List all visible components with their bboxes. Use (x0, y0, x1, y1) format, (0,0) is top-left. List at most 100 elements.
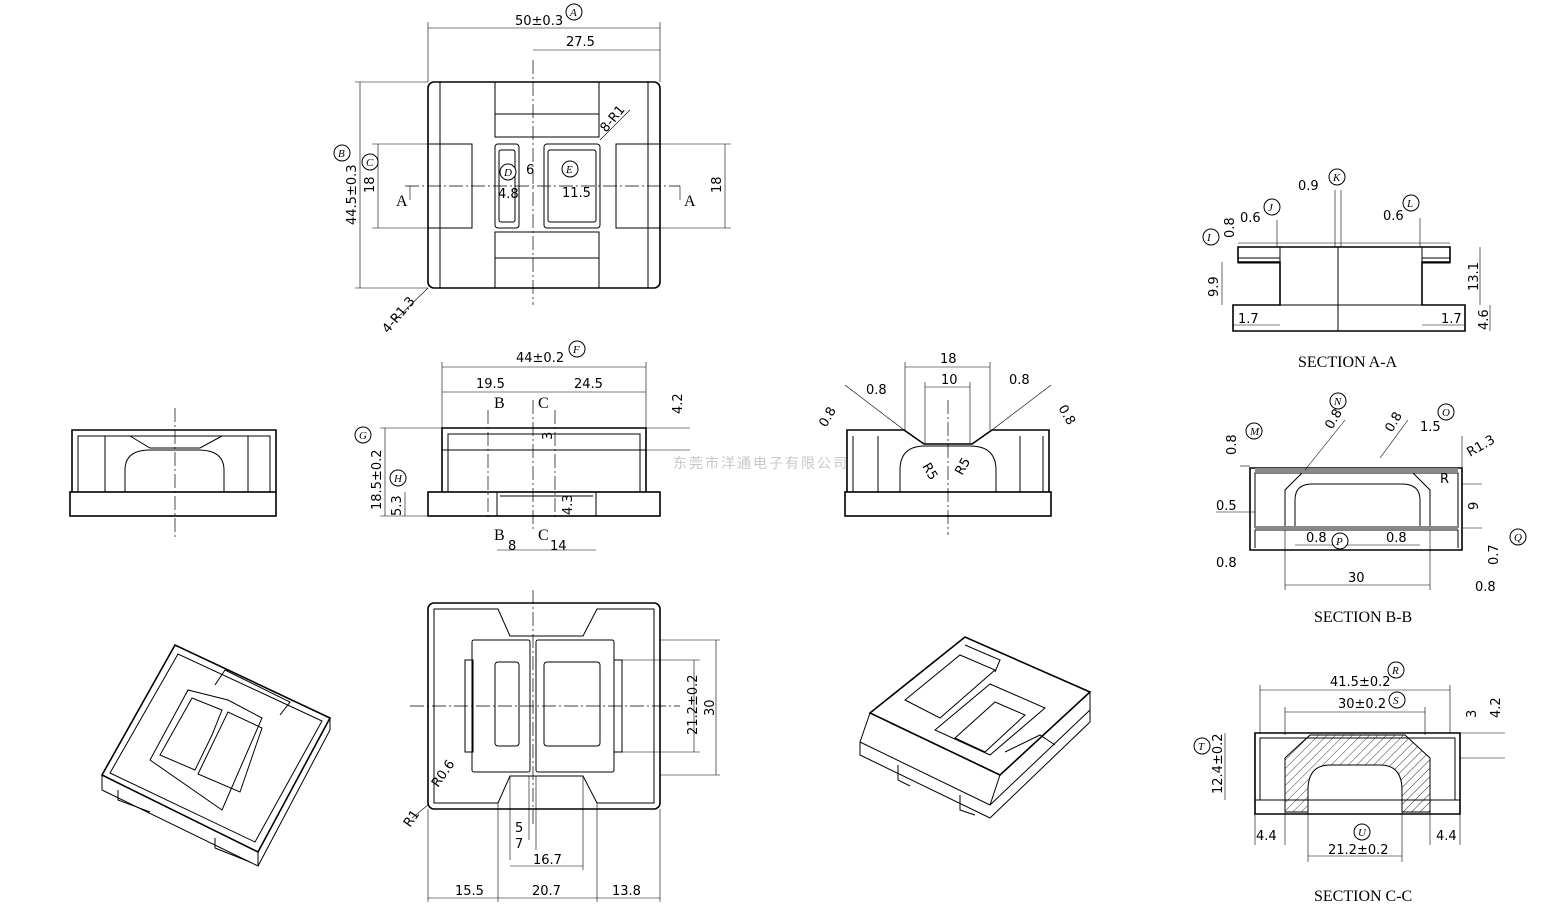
front-view: 44±0.2 19.5 24.5 4.2 3 18.5±0.2 5.3 4.3 … (354, 340, 690, 554)
side-w10: 10 (941, 373, 958, 388)
bubble-I: I (1206, 232, 1212, 244)
bubble-F: F (572, 344, 580, 356)
bubble-J: J (1268, 202, 1274, 214)
cc-30: 30±0.2 (1338, 697, 1386, 712)
bb-r13: R1.3 (1465, 433, 1498, 461)
bubble-R: R (1391, 665, 1399, 677)
bb-08p1: 0.8 (1306, 531, 1327, 546)
bubble-E: E (565, 164, 573, 176)
side-far-r: 0.8 (1055, 403, 1078, 428)
bb-30: 30 (1348, 571, 1365, 586)
aa-09: 0.9 (1298, 179, 1319, 194)
bb-r: R (1440, 472, 1449, 487)
cc-42: 4.2 (1489, 697, 1504, 718)
front-c-top: C (538, 395, 549, 412)
bb-15: 1.5 (1420, 420, 1441, 435)
bubble-U: U (1358, 827, 1367, 839)
section-aa-title: SECTION A-A (1298, 354, 1398, 371)
top-gap: 6 (526, 163, 534, 178)
side-r08: 0.8 (1009, 373, 1030, 388)
top-view: 50±0.3 27.5 44.5±0.3 18 18 8-R1 4-R1.3 4… (333, 3, 731, 337)
bubble-N: N (1333, 396, 1342, 408)
isometric-bottom-view (100, 643, 332, 867)
aa-06a: 0.6 (1240, 211, 1261, 226)
sec-a-right: A (684, 193, 696, 210)
bubble-C: C (366, 157, 374, 169)
aa-17a: 1.7 (1238, 312, 1259, 327)
front-left: 19.5 (476, 377, 505, 392)
front-right: 24.5 (574, 377, 603, 392)
bubble-Q: Q (1514, 532, 1522, 544)
bottom-w5: 5 (515, 821, 523, 836)
aa-06b: 0.6 (1383, 209, 1404, 224)
side-top18: 18 (940, 352, 957, 367)
bb-08o: 0.8 (1382, 410, 1405, 435)
section-cc-title: SECTION C-C (1314, 888, 1412, 905)
bb-08n: 0.8 (1322, 407, 1345, 432)
top-corner-r: 8-R1 (598, 103, 629, 136)
section-bb: 0.8 0.8 0.8 1.5 R1.3 R 9 0.5 0.8 0.8 0.7… (1216, 392, 1527, 626)
right-side-view: 18 10 0.8 0.8 0.8 0.8 R5 R5 (816, 352, 1078, 535)
sec-a-left: A (396, 193, 408, 210)
bb-07: 0.7 (1487, 544, 1502, 565)
bb-08b: 0.8 (1216, 556, 1237, 571)
aa-17b: 1.7 (1441, 312, 1462, 327)
side-r5b: R5 (952, 456, 974, 478)
top-height-label: 44.5±0.3 (345, 164, 360, 225)
bottom-r06: R0.6 (429, 757, 458, 790)
top-window-w: 11.5 (562, 186, 591, 201)
bubble-M: M (1249, 426, 1260, 438)
section-bb-title: SECTION B-B (1314, 609, 1412, 626)
top-corner-outer: 4-R1.3 (380, 294, 419, 336)
bottom-w7: 7 (515, 837, 523, 852)
cc-44b: 4.4 (1436, 829, 1457, 844)
bubble-K: K (1332, 172, 1341, 184)
aa-08: 0.8 (1223, 217, 1238, 238)
isometric-top-view (859, 636, 1092, 819)
bb-9: 9 (1467, 502, 1482, 510)
bubble-H: H (393, 473, 403, 485)
top-slot-w: 4.8 (498, 187, 519, 202)
aa-46: 4.6 (1477, 309, 1492, 330)
front-step: 4.3 (561, 494, 576, 515)
side-far-l: 0.8 (816, 405, 839, 430)
top-width-label: 50±0.3 (515, 14, 563, 29)
bubble-G: G (359, 430, 367, 442)
front-width: 44±0.2 (516, 351, 564, 366)
section-aa: 0.9 0.6 0.6 0.8 9.9 13.1 4.6 1.7 1.7 SEC… (1202, 168, 1492, 371)
front-height: 18.5±0.2 (370, 449, 385, 510)
section-cc: 41.5±0.2 30±0.2 3 4.2 12.4±0.2 4.4 4.4 2… (1193, 661, 1505, 905)
top-inner18-right: 18 (710, 176, 725, 193)
bb-08c: 0.8 (1475, 580, 1496, 595)
bb-05: 0.5 (1216, 499, 1237, 514)
bubble-A: A (569, 7, 577, 19)
left-side-view (69, 408, 277, 538)
bubble-P: P (1335, 536, 1343, 548)
bb-08p2: 0.8 (1386, 531, 1407, 546)
bubble-D: D (503, 167, 512, 179)
bubble-T: T (1198, 741, 1205, 753)
front-w14: 14 (550, 539, 567, 554)
watermark: 东莞市洋通电子有限公司 (673, 455, 849, 472)
front-w8: 8 (508, 539, 516, 554)
bottom-h30: 30 (703, 699, 718, 716)
cc-44a: 4.4 (1256, 829, 1277, 844)
aa-99: 9.9 (1207, 276, 1222, 297)
bottom-w138: 13.8 (612, 884, 641, 899)
side-r5a: R5 (919, 461, 941, 483)
bottom-view: 21.2±0.2 30 R0.6 R1 5 7 16.7 15.5 20.7 1… (401, 590, 720, 902)
side-l08: 0.8 (866, 383, 887, 398)
bb-08a: 0.8 (1225, 434, 1240, 455)
cc-124: 12.4±0.2 (1211, 733, 1226, 794)
bottom-w155: 15.5 (455, 884, 484, 899)
top-inner18-left: 18 (363, 176, 378, 193)
front-top: 4.2 (671, 393, 686, 414)
bubble-S: S (1393, 695, 1399, 707)
bubble-L: L (1406, 198, 1413, 210)
cc-212: 21.2±0.2 (1328, 843, 1389, 858)
cc-415: 41.5±0.2 (1330, 675, 1391, 690)
top-half-label: 27.5 (566, 35, 595, 50)
bubble-B: B (338, 148, 345, 160)
front-c-bot: C (538, 527, 549, 544)
